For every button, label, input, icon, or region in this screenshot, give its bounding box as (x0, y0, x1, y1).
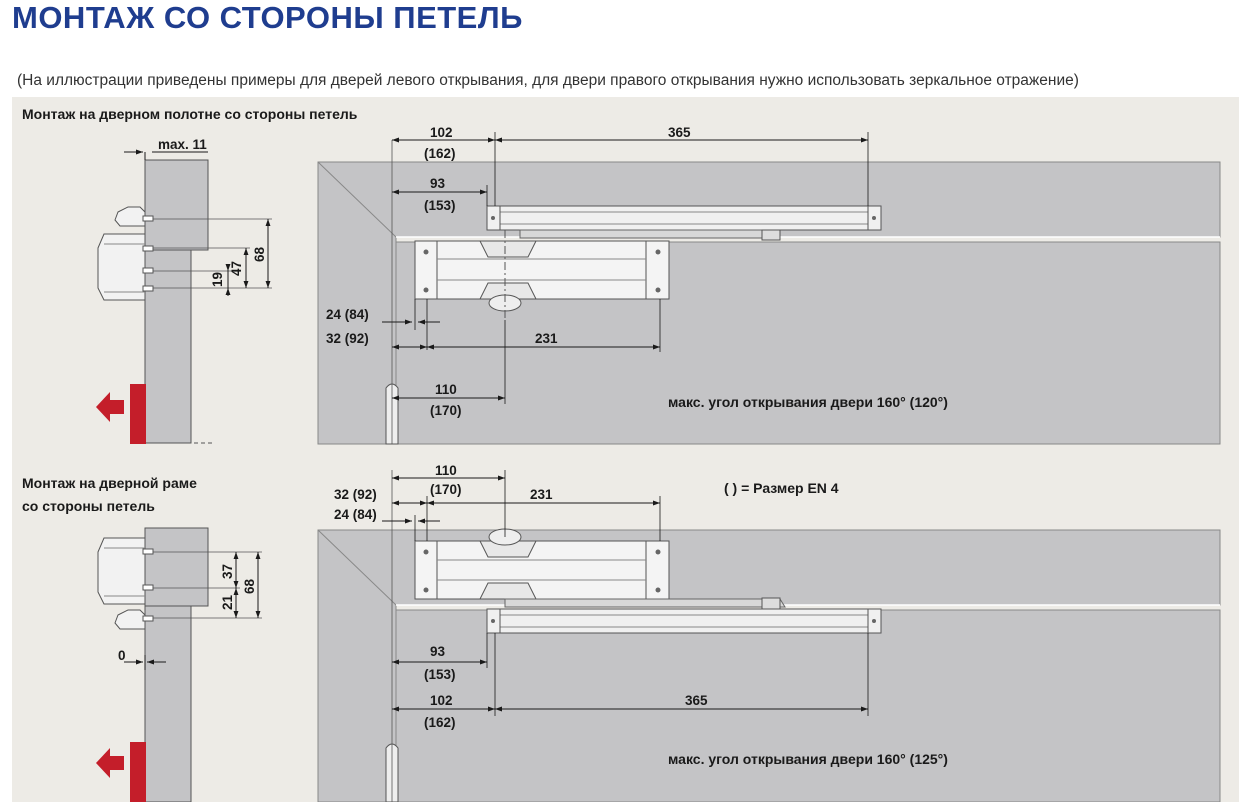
page-title: МОНТАЖ СО СТОРОНЫ ПЕТЕЛЬ (12, 0, 523, 35)
dim-170: (170) (430, 403, 462, 418)
top-side-view: max. 11 19 47 68 (96, 137, 272, 444)
bottom-section: Монтаж на дверной раме со стороны петель… (22, 463, 1221, 802)
bottom-section-label-1: Монтаж на дверной раме (22, 475, 197, 491)
frame-side-block (144, 159, 209, 251)
dim-153-bottom: (153) (424, 667, 456, 682)
dim-93: 93 (430, 176, 446, 191)
dim-231-bottom: 231 (530, 487, 553, 502)
bottom-front-view: 110 (170) 32 (92) 231 24 (84) ( ) = Разм… (317, 463, 1221, 802)
arm-rail (486, 608, 882, 634)
bottom-side-view: 37 21 68 0 (96, 527, 262, 802)
arm-side-shape (114, 609, 146, 630)
top-front-view: 102 (162) 365 93 (153) 24 (84) 32 (92) 2… (317, 125, 1221, 445)
dim-24-84-bottom: 24 (84) (334, 507, 377, 522)
dim-24-84: 24 (84) (326, 307, 369, 322)
dim-153: (153) (424, 198, 456, 213)
bottom-section-label-2: со стороны петель (22, 498, 155, 514)
dim-19: 19 (210, 272, 225, 287)
dim-110-bottom: 110 (435, 463, 457, 478)
dim-231: 231 (535, 331, 558, 346)
dim-68-bottom: 68 (242, 578, 257, 594)
dim-37: 37 (220, 564, 235, 579)
dim-162-bottom: (162) (424, 715, 456, 730)
opening-arrow (96, 392, 124, 422)
door-leaf-side (144, 605, 192, 802)
dim-365: 365 (668, 125, 691, 140)
dim-110: 110 (435, 382, 457, 397)
bottom-angle-note: макс. угол открывания двери 160° (125°) (668, 751, 948, 767)
dim-170-bottom: (170) (430, 482, 462, 497)
top-section: Монтаж на дверном полотне со стороны пет… (22, 106, 1221, 445)
dim-102: 102 (430, 125, 453, 140)
dim-21: 21 (220, 594, 235, 610)
legend-en4: ( ) = Размер EN 4 (724, 480, 839, 496)
dim-102-bottom: 102 (430, 693, 453, 708)
door-leaf-side (144, 249, 192, 444)
dim-0: 0 (118, 648, 126, 663)
dim-162: (162) (424, 146, 456, 161)
hinge-red (130, 742, 146, 802)
arm-rail (486, 205, 882, 231)
top-angle-note: макс. угол открывания двери 160° (120°) (668, 394, 948, 410)
dim-32-92-bottom: 32 (92) (334, 487, 377, 502)
dim-max11: max. 11 (158, 137, 207, 152)
bottom-door-leaf (395, 609, 1221, 802)
dim-32-92: 32 (92) (326, 331, 369, 346)
dim-93-bottom: 93 (430, 644, 446, 659)
dim-68: 68 (252, 246, 267, 262)
frame-side-block (144, 527, 209, 607)
closer-side-shape (97, 537, 146, 605)
closer-body (414, 240, 670, 300)
opening-arrow (96, 748, 124, 778)
closer-body (414, 540, 670, 600)
hinge-red (130, 384, 146, 444)
closer-side-shape (97, 233, 146, 301)
dim-47: 47 (229, 261, 244, 276)
top-section-label: Монтаж на дверном полотне со стороны пет… (22, 106, 358, 122)
dim-365-bottom: 365 (685, 693, 708, 708)
page-subtitle: (На иллюстрации приведены примеры для дв… (17, 72, 1079, 89)
